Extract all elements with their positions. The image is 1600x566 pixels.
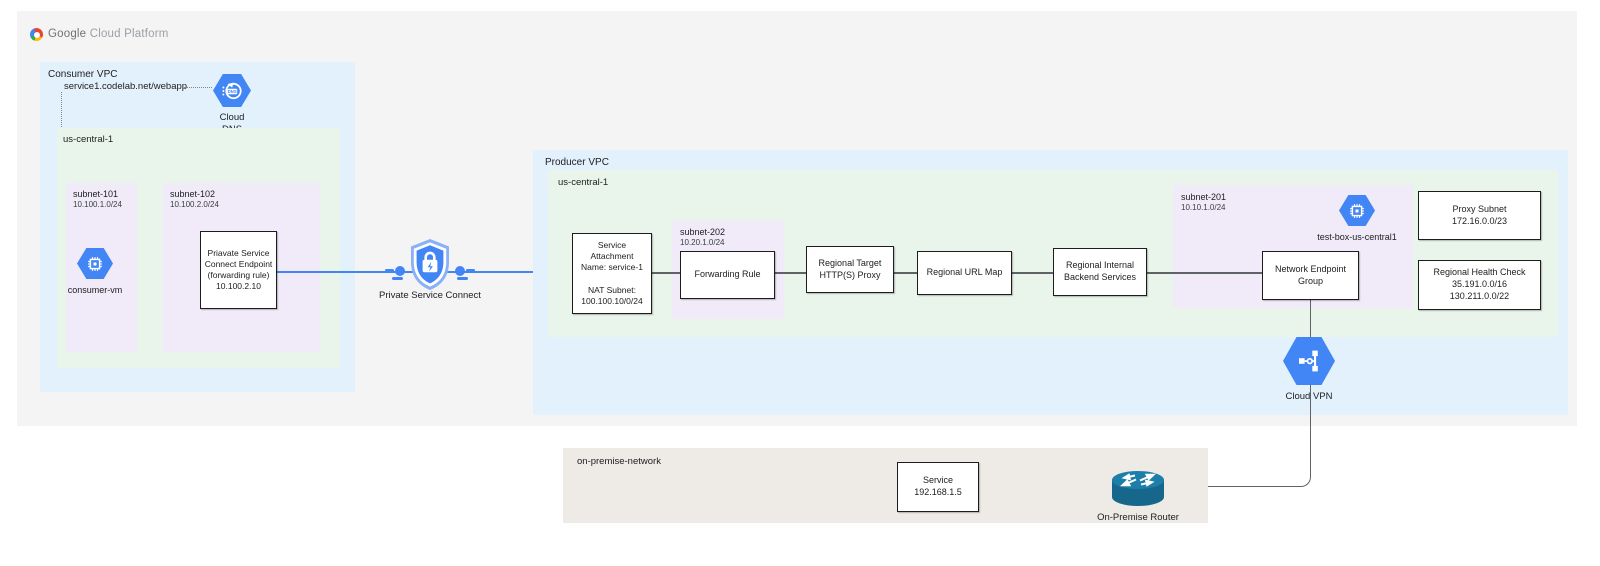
regional-health-check-node: Regional Health Check 35.191.0.0/16 130.…: [1418, 260, 1541, 310]
connector-proxy-urlmap: [892, 272, 917, 274]
connector-backend-neg: [1145, 272, 1262, 274]
regional-backend-services-node: Regional Internal Backend Services: [1053, 248, 1147, 296]
on-premise-label: on-premise-network: [577, 456, 661, 467]
psc-dash-right-outer: [466, 269, 475, 272]
regional-url-map-node: Regional URL Map: [917, 251, 1012, 295]
subnet-102-name: subnet-102: [170, 189, 216, 199]
connector-sa-fr: [650, 272, 680, 274]
brand-title: Google Cloud Platform: [48, 28, 169, 40]
connector-urlmap-backend: [1010, 272, 1053, 274]
psc-endpoint-node: Priavate Service Connect Endpoint (forwa…: [200, 231, 277, 309]
subnet-201-name: subnet-201: [1181, 192, 1227, 202]
psc-dot-left: [395, 266, 405, 276]
regional-target-proxy-node: Regional Target HTTP(S) Proxy: [806, 246, 894, 293]
dns-record-label: service1.codelab.net/webapp: [64, 81, 188, 92]
subnet-102-cidr: 10.100.2.0/24: [170, 200, 219, 209]
subnet-101-name: subnet-101: [73, 189, 119, 199]
on-premise-router-label: On-Premise Router: [1097, 512, 1179, 523]
subnet-201-cidr: 10.10.1.0/24: [1181, 203, 1226, 212]
producer-region-label: us-central-1: [558, 177, 609, 188]
connector-fr-proxy: [773, 272, 806, 274]
psc-dot-right: [455, 266, 465, 276]
producer-vpc-label: Producer VPC: [545, 157, 609, 168]
cloud-vpn-label: Cloud VPN: [1285, 391, 1333, 402]
psc-label: Private Service Connect: [379, 290, 481, 301]
psc-dash-right-under: [457, 277, 468, 280]
network-endpoint-group-node: Network Endpoint Group: [1262, 251, 1359, 300]
subnet-202-name: subnet-202: [680, 227, 726, 237]
psc-dash-left-under: [392, 277, 403, 280]
google-cloud-logo-icon: [30, 28, 43, 41]
subnet-101-cidr: 10.100.1.0/24: [73, 200, 122, 209]
forwarding-rule-node: Forwarding Rule: [680, 251, 775, 299]
dns-dotted-connector: [184, 87, 212, 88]
consumer-vm-label: consumer-vm: [67, 285, 123, 295]
brand-google: Google: [48, 28, 87, 40]
on-premise-network-region: [563, 448, 1208, 523]
consumer-vpc-label: Consumer VPC: [48, 69, 118, 80]
service-attachment-node: Service Attachment Name: service-1 NAT S…: [572, 233, 652, 314]
psc-dash-left-outer: [385, 269, 394, 272]
test-box-label: test-box-us-central1: [1317, 232, 1397, 242]
on-premise-service-node: Service 192.168.1.5: [897, 462, 979, 512]
on-premise-router-icon: [1110, 468, 1166, 515]
subnet-202-cidr: 10.20.1.0/24: [680, 238, 725, 247]
consumer-region-label: us-central-1: [63, 134, 114, 145]
brand-cloud-platform: Cloud Platform: [89, 28, 169, 40]
proxy-subnet-node: Proxy Subnet 172.16.0.0/23: [1418, 191, 1541, 240]
private-service-connect-icon: [407, 238, 453, 297]
svg-text:DNS: DNS: [228, 89, 237, 94]
